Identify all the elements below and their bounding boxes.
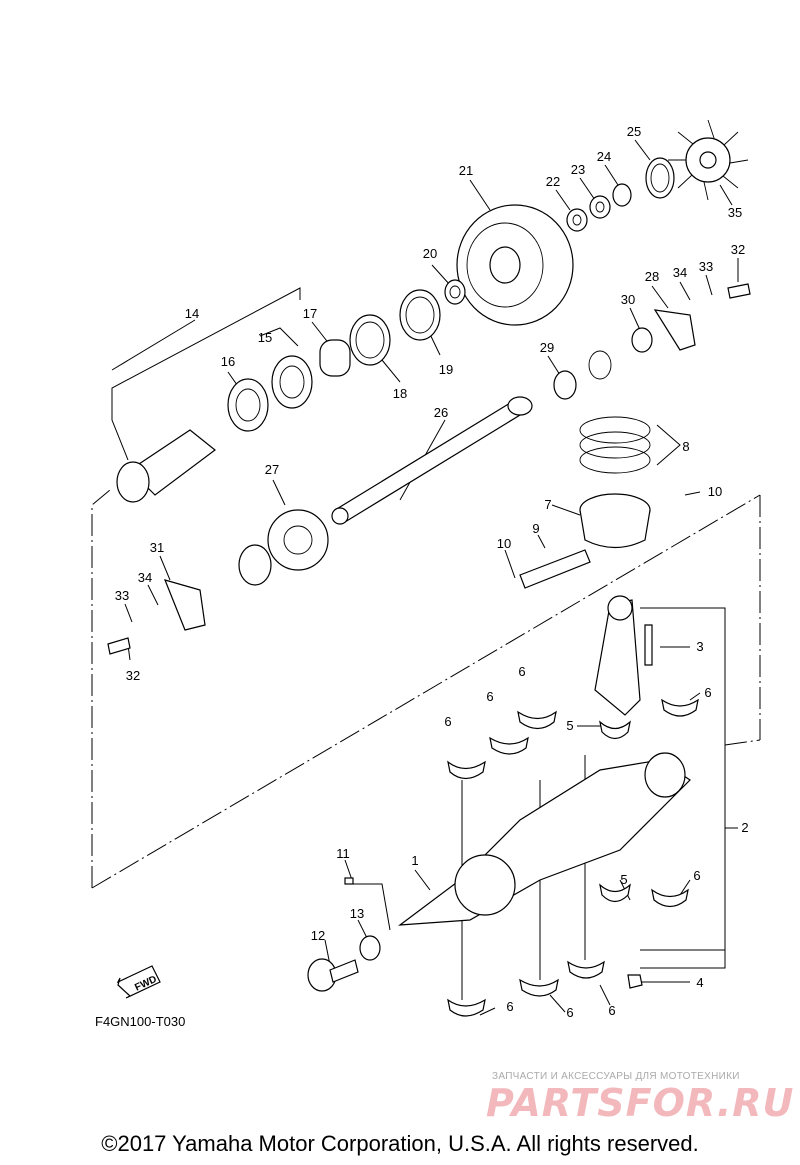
callout-15: 15	[258, 330, 272, 345]
callout-6: 6	[444, 714, 451, 729]
callout-26: 26	[434, 405, 448, 420]
callout-32: 32	[731, 242, 745, 257]
callout-12: 12	[311, 928, 325, 943]
callout-6: 6	[506, 999, 513, 1014]
callout-24: 24	[597, 149, 611, 164]
callout-6: 6	[704, 685, 711, 700]
watermark-subtitle: ЗАПЧАСТИ И АКСЕССУАРЫ ДЛЯ МОТОТЕХНИКИ	[492, 1071, 740, 1082]
watermark-logo: PARTSFOR.RU	[486, 1081, 795, 1125]
callout-16: 16	[221, 354, 235, 369]
callout-3: 3	[696, 639, 703, 654]
callout-4: 4	[696, 975, 703, 990]
callout-6: 6	[518, 664, 525, 679]
callout-11: 11	[336, 846, 350, 861]
fwd-arrow-icon: FWD	[116, 965, 161, 999]
callout-27: 27	[265, 462, 279, 477]
reference-lines	[91, 489, 761, 889]
callout-34: 34	[138, 570, 152, 585]
callout-23: 23	[571, 162, 585, 177]
callout-32: 32	[126, 668, 140, 683]
callout-34: 34	[673, 265, 687, 280]
callout-18: 18	[393, 386, 407, 401]
callout-25: 25	[627, 124, 641, 139]
callout-10: 10	[708, 484, 722, 499]
callout-17: 17	[303, 306, 317, 321]
callout-30: 30	[621, 292, 635, 307]
callout-6: 6	[693, 868, 700, 883]
callout-5: 5	[620, 872, 627, 887]
callout-7: 7	[544, 497, 551, 512]
callout-6: 6	[608, 1003, 615, 1018]
callout-5: 5	[566, 718, 573, 733]
callout-9: 9	[532, 521, 539, 536]
callout-20: 20	[423, 246, 437, 261]
parts	[107, 119, 751, 1017]
callout-labels: 1 2 3 4 5 5 6 6 6 6 6 6 6 6 6 6 6 7 8 9 …	[115, 124, 749, 1020]
shaft-26	[334, 399, 526, 523]
copyright-footer: ©2017 Yamaha Motor Corporation, U.S.A. A…	[101, 1131, 699, 1156]
callout-6: 6	[566, 1005, 573, 1020]
callout-14: 14	[185, 306, 199, 321]
callout-29: 29	[540, 340, 554, 355]
callout-28: 28	[645, 269, 659, 284]
callout-10: 10	[497, 536, 511, 551]
callout-31: 31	[150, 540, 164, 555]
callout-1: 1	[411, 853, 418, 868]
callout-6: 6	[486, 689, 493, 704]
callout-33: 33	[115, 588, 129, 603]
callout-19: 19	[439, 362, 453, 377]
callout-21: 21	[459, 163, 473, 178]
callout-13: 13	[350, 906, 364, 921]
diagram-code: F4GN100-T030	[95, 1014, 186, 1029]
gear-27	[267, 509, 329, 571]
callout-35: 35	[728, 205, 742, 220]
callout-33: 33	[699, 259, 713, 274]
callout-8: 8	[682, 439, 689, 454]
callout-2: 2	[741, 820, 748, 835]
impeller-35	[668, 119, 749, 201]
callout-22: 22	[546, 174, 560, 189]
